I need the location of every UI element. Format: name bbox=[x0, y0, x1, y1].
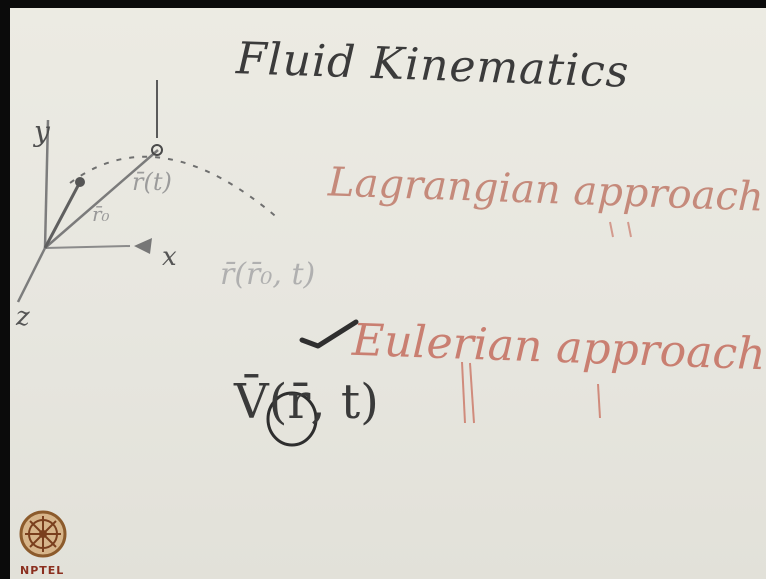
particle-marker bbox=[151, 80, 163, 156]
lagrangian-position-function: r̄(r̄₀, t) bbox=[220, 257, 316, 292]
velocity-function: V̄(r̄, t) bbox=[234, 374, 379, 430]
lagrangian-approach-label: Lagrangian approach bbox=[327, 159, 765, 221]
lagrangian-underline-1 bbox=[609, 221, 614, 238]
initial-position-label: r̄₀ bbox=[92, 202, 110, 226]
r0-vector bbox=[43, 181, 82, 249]
eulerian-underline-2 bbox=[469, 362, 475, 424]
whiteboard-paper: Fluid Kinematics Lagrangian approach Eul… bbox=[10, 8, 766, 579]
sketch-overlay bbox=[16, 80, 632, 447]
lagrangian-underline-2 bbox=[627, 221, 632, 238]
eulerian-underline-1 bbox=[461, 361, 466, 424]
initial-point bbox=[75, 177, 85, 187]
nptel-logo-text: NPTEL bbox=[20, 564, 65, 577]
position-vectors bbox=[43, 149, 159, 249]
eulerian-approach-label: Eulerian approach bbox=[351, 314, 766, 381]
x-axis-line bbox=[44, 245, 131, 249]
x-axis-label: x bbox=[162, 242, 177, 272]
eulerian-underline-3 bbox=[597, 383, 601, 419]
nptel-emblem-icon bbox=[19, 510, 67, 558]
position-vector-label: r̄(t) bbox=[132, 168, 172, 196]
y-axis-label: y bbox=[34, 115, 50, 148]
check-mark-icon bbox=[299, 319, 359, 349]
z-axis-label: z bbox=[16, 302, 30, 332]
particle-point bbox=[151, 144, 163, 156]
z-axis-line bbox=[16, 247, 47, 303]
r-t-vector bbox=[44, 149, 159, 249]
page-title: Fluid Kinematics bbox=[235, 33, 631, 98]
x-axis-arrow bbox=[134, 238, 152, 254]
